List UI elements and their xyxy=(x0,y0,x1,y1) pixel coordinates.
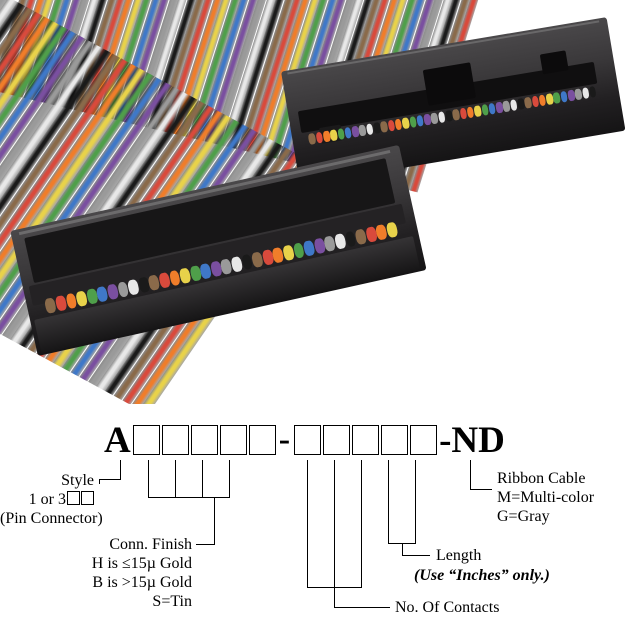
callout-style-line3: (Pin Connector) xyxy=(0,510,103,527)
callout-finish-line1: H is ≤15µ Gold xyxy=(91,555,192,572)
pn-box-10 xyxy=(410,425,438,455)
part-number-lead-letter: A xyxy=(104,419,131,461)
leader-style-vertical xyxy=(120,460,122,480)
leader-length-drop xyxy=(402,543,404,556)
leader-length-out xyxy=(402,555,430,557)
leader-contacts-drop xyxy=(334,587,336,608)
pn-box-2 xyxy=(161,425,189,455)
leader-style-down xyxy=(99,479,101,484)
pn-box-8 xyxy=(352,425,380,455)
callout-finish-title: Conn. Finish xyxy=(109,536,192,553)
leader-contacts-v2 xyxy=(334,460,336,588)
pn-box-6 xyxy=(294,425,322,455)
leader-finish-drop xyxy=(214,497,216,545)
callout-finish-line2: B is >15µ Gold xyxy=(92,574,192,591)
leader-finish-v3 xyxy=(202,460,204,498)
callout-finish-line3: S=Tin xyxy=(152,593,192,610)
style-box-icon-1 xyxy=(67,491,80,505)
pn-box-9 xyxy=(381,425,409,455)
wire-end xyxy=(452,108,461,121)
leader-contacts-out xyxy=(334,607,390,609)
leader-length-v1 xyxy=(388,460,390,544)
wire-end xyxy=(523,96,533,109)
callout-ribbon-title: Ribbon Cable xyxy=(497,470,586,487)
leader-finish-out xyxy=(196,544,215,546)
product-photo xyxy=(0,0,626,410)
leader-finish-v4 xyxy=(229,460,231,498)
wire-end xyxy=(588,85,597,98)
pn-box-5 xyxy=(248,425,276,455)
leader-finish-bracket xyxy=(148,497,230,499)
callout-style-line2: 1 or 3 xyxy=(0,491,94,510)
part-number-row: A - -ND xyxy=(104,420,505,460)
callout-style-title: Style xyxy=(61,472,94,489)
leader-ribbon-out xyxy=(470,489,492,491)
callout-length-title: Length xyxy=(436,547,482,564)
leader-ribbon-v xyxy=(470,460,472,490)
pn-box-4 xyxy=(219,425,247,455)
wire-end xyxy=(473,105,482,118)
callout-contacts-title: No. Of Contacts xyxy=(395,599,500,616)
style-box-icon-2 xyxy=(81,491,94,505)
pn-box-3 xyxy=(190,425,218,455)
leader-finish-v2 xyxy=(175,460,177,498)
callout-ribbon-line1: M=Multi-color xyxy=(497,489,595,506)
pn-box-7 xyxy=(323,425,351,455)
wire-end xyxy=(329,129,338,142)
leader-finish-v1 xyxy=(148,460,150,498)
pn-box-1 xyxy=(132,425,160,455)
leader-contacts-v3 xyxy=(361,460,363,588)
part-number-separator: - xyxy=(278,421,291,458)
wire-end xyxy=(401,117,410,130)
part-number-suffix: -ND xyxy=(439,419,505,461)
callout-length-note: (Use “Inches” only.) xyxy=(414,567,550,584)
part-number-diagram: A - -ND Style 1 or 3 (Pin Connector) xyxy=(0,404,640,640)
connector-latch-right xyxy=(539,50,569,75)
callout-style-line2-text: 1 or 3 xyxy=(28,491,66,508)
leader-contacts-v1 xyxy=(307,460,309,588)
callout-ribbon-line2: G=Gray xyxy=(497,508,550,525)
leader-style-horizontal xyxy=(99,479,121,481)
leader-length-v2 xyxy=(415,460,417,544)
